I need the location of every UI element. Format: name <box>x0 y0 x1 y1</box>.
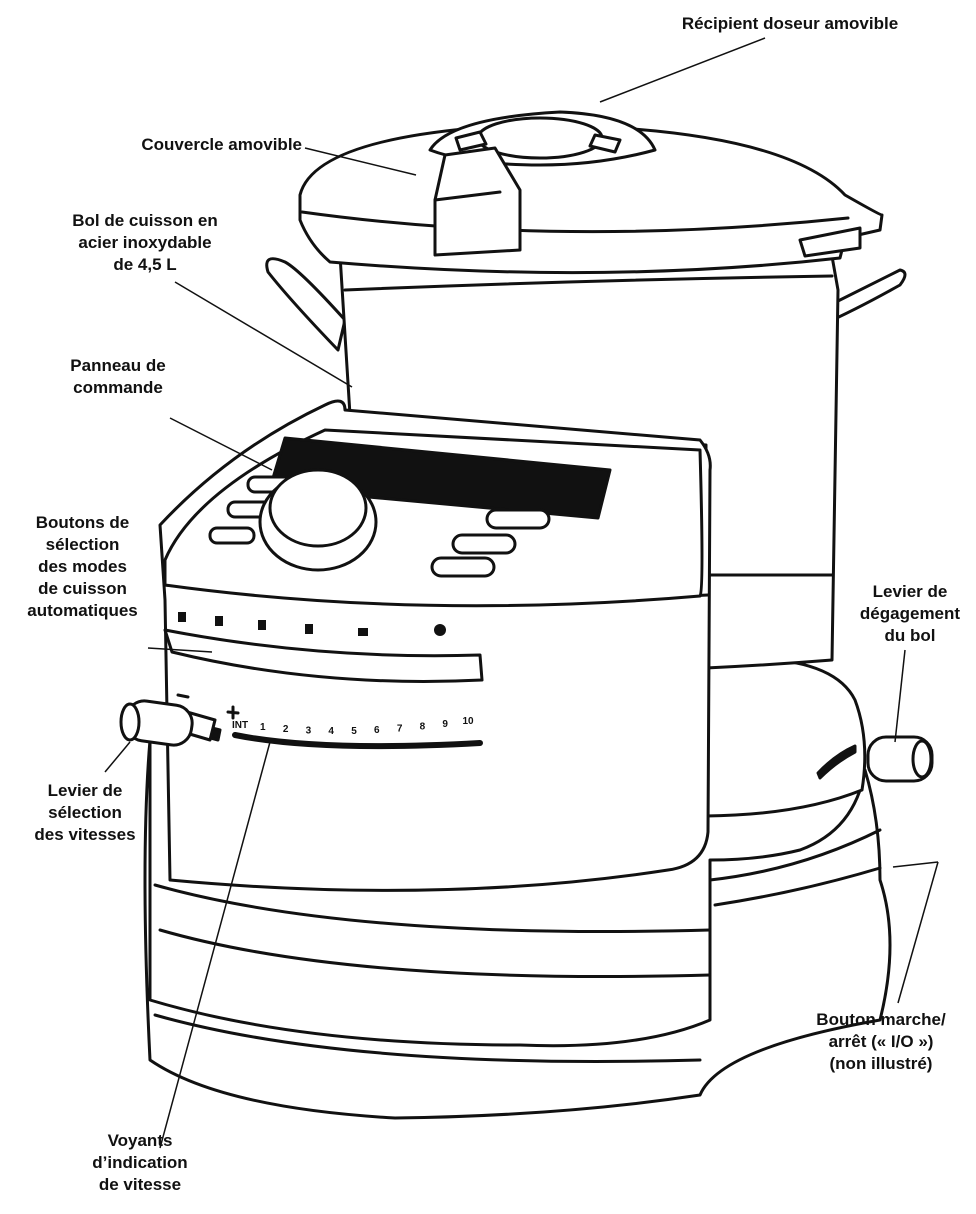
mode-strip <box>163 628 484 683</box>
leader-power-tick <box>892 861 939 868</box>
latch-step <box>433 190 502 202</box>
pedestal-right <box>703 656 867 818</box>
base-outline <box>143 738 892 1120</box>
speed-scale-label: INT <box>232 720 248 731</box>
leader-auto-modes <box>147 647 213 653</box>
leader-speed-lever <box>104 741 131 773</box>
leader-lid <box>304 147 417 176</box>
speed-plus-mark <box>226 705 240 720</box>
speed-scale: INT 1 2 3 4 5 6 7 8 9 10 <box>232 716 474 737</box>
leader-speed-lights <box>159 741 271 1149</box>
panel-display <box>268 436 612 520</box>
leader-control-panel <box>169 417 273 471</box>
speed-indicator-arc <box>232 732 483 750</box>
speed-scale-label: 10 <box>462 716 474 727</box>
speed-scale-label: 3 <box>306 725 312 736</box>
panel-button-4 <box>485 508 551 530</box>
leader-lines <box>104 37 939 1149</box>
handle-left <box>265 257 347 352</box>
lid-clip <box>798 226 862 258</box>
base-groove-2 <box>158 928 712 979</box>
panel-button-3 <box>208 526 256 545</box>
label-control-panel: Panneau de commande <box>70 356 166 397</box>
speed-scale-label: 4 <box>328 726 334 737</box>
leader-bowl <box>174 281 353 388</box>
label-speed-lights: Voyants d’indication de vitesse <box>92 1131 188 1194</box>
label-measuring-cup: Récipient doseur amovible <box>681 14 899 33</box>
base-groove-3 <box>153 1013 702 1064</box>
speed-scale-label: 5 <box>351 726 357 737</box>
panel-dial-top <box>268 468 368 548</box>
mode-icons <box>178 612 446 636</box>
label-auto-modes: Boutons de sélection des modes de cuisso… <box>27 513 138 620</box>
label-power-button: Bouton marche/ arrêt (« I/O ») (non illu… <box>816 1010 946 1073</box>
base-groove-1 <box>153 883 712 934</box>
lid-rim <box>300 210 850 234</box>
speed-scale-label: 1 <box>260 722 266 733</box>
label-bowl-release: Levier de dégagement du bol <box>859 582 961 645</box>
speed-lever-cap <box>119 702 141 742</box>
cup-tab-right <box>588 133 622 154</box>
speed-scale-label: 2 <box>283 724 289 735</box>
speed-minus-mark <box>176 693 190 699</box>
label-speed-lever: Levier de sélection des vitesses <box>34 781 136 844</box>
leader-measuring-cup <box>599 37 766 103</box>
label-bowl: Bol de cuisson en acier inoxydable de 4,… <box>72 211 218 274</box>
speed-scale-label: 7 <box>397 724 403 735</box>
panel-button-6 <box>430 556 496 578</box>
leader-bowl-release <box>894 649 906 743</box>
base-groove-4 <box>708 828 882 882</box>
label-lid: Couvercle amovible <box>141 135 302 154</box>
speed-scale-label: 6 <box>374 725 380 736</box>
speed-scale-label: 8 <box>420 722 426 733</box>
bowl-rim <box>343 274 834 292</box>
speed-scale-label: 9 <box>442 719 448 730</box>
cup-tab-left <box>454 130 488 152</box>
panel-button-5 <box>451 533 517 555</box>
bowl-body <box>338 243 840 670</box>
base-groove-5 <box>713 866 882 907</box>
leader-power <box>897 861 939 1004</box>
pedestal-slot <box>816 744 857 780</box>
release-lever-cap <box>911 739 933 779</box>
